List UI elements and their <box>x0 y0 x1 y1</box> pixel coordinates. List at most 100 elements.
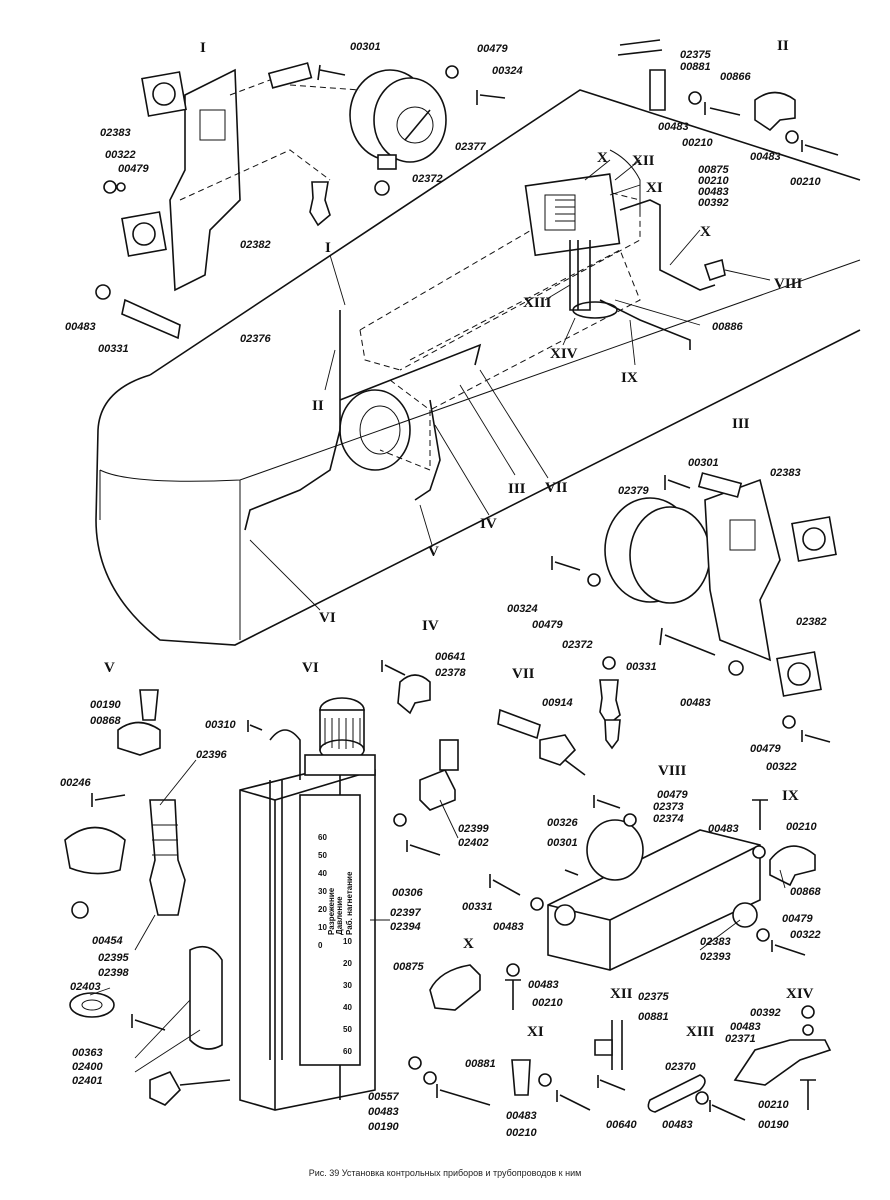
part-label: 02393 <box>700 951 731 963</box>
part-label: 00246 <box>60 777 91 789</box>
view-x-assembly <box>429 963 521 1011</box>
view-label-iv: IV <box>422 618 439 634</box>
part-label: 02402 <box>458 837 489 849</box>
scale-tick: 60 <box>343 1047 352 1056</box>
callout-v: V <box>428 544 439 560</box>
part-label: 00363 <box>72 1047 103 1059</box>
part-label: 02378 <box>435 667 466 679</box>
view-labels: I II III IV V VI VII VIII IX X XI XII XI… <box>104 38 814 1040</box>
scale-tick: 20 <box>318 905 327 914</box>
part-label: 02382 <box>796 616 827 628</box>
scale-tick: 0 <box>318 941 323 950</box>
part-label: 02372 <box>562 639 593 651</box>
part-label: 00306 <box>392 887 423 899</box>
part-label: 00641 <box>435 651 466 663</box>
part-label: 00483 <box>662 1119 693 1131</box>
scale-tick: 40 <box>318 869 327 878</box>
scale-title-right: Давление <box>335 896 344 935</box>
view-i-assembly <box>95 62 506 340</box>
part-label: 00868 <box>790 886 821 898</box>
view-viii-assembly <box>489 795 806 971</box>
part-label: 02400 <box>72 1061 103 1073</box>
part-label: 00392 <box>698 197 729 209</box>
part-label: 00479 <box>532 619 563 631</box>
view-label-vii: VII <box>512 666 535 682</box>
scale-tick: 10 <box>318 923 327 932</box>
part-label: 02372 <box>412 173 443 185</box>
figure-caption: Рис. 39 Установка контрольных приборов и… <box>308 1168 582 1178</box>
part-label: 00483 <box>493 921 524 933</box>
part-label: 00875 <box>698 164 729 176</box>
part-label: 00301 <box>688 457 719 469</box>
view-label-xi: XI <box>527 1024 544 1040</box>
part-label: 00483 <box>65 321 96 333</box>
view-label-xiii: XIII <box>686 1024 715 1040</box>
part-label: 00483 <box>528 979 559 991</box>
scale-tick: 60 <box>318 833 327 842</box>
scale-title-left: Разрежение <box>327 887 336 935</box>
part-label: 00324 <box>507 603 538 615</box>
view-label-x: X <box>463 936 474 952</box>
callout-x-right: X <box>700 224 711 240</box>
part-label: 00483 <box>750 151 781 163</box>
view-ii-assembly <box>617 39 839 156</box>
gauge-02377 <box>349 69 447 170</box>
part-label: 00483 <box>698 186 729 198</box>
part-label: 02395 <box>98 952 129 964</box>
part-label: 00454 <box>92 935 123 947</box>
part-label: 02383 <box>700 936 731 948</box>
part-label: 02370 <box>665 1061 696 1073</box>
view-iv-vii-assembly <box>381 660 621 776</box>
callout-xii: XII <box>632 153 655 169</box>
callout-ii: II <box>312 398 324 414</box>
body-callouts: I II III IV V VI VII VIII IX X X XI XII … <box>312 150 803 626</box>
part-label: 02375 <box>680 49 711 61</box>
part-label: 00331 <box>626 661 657 673</box>
part-label: 02383 <box>100 127 131 139</box>
part-label: 00479 <box>782 913 813 925</box>
part-label: 02383 <box>770 467 801 479</box>
view-v-vi-assembly <box>64 689 491 1111</box>
view-label-xiv: XIV <box>786 986 814 1002</box>
part-label: 00322 <box>790 929 821 941</box>
view-label-iii: III <box>732 416 750 432</box>
part-label: 00479 <box>657 789 688 801</box>
part-label: 00881 <box>465 1058 496 1070</box>
part-label: 02403 <box>70 981 101 993</box>
part-label: 00322 <box>766 761 797 773</box>
part-label: 00914 <box>542 697 573 709</box>
part-label: 00392 <box>750 1007 781 1019</box>
part-label: 00875 <box>393 961 424 973</box>
part-label: 00210 <box>758 1099 789 1111</box>
part-label: 00483 <box>708 823 739 835</box>
part-label: 00331 <box>462 901 493 913</box>
gauge-vi-body <box>239 697 376 1111</box>
scale-title-note: Раб. нагнетание <box>345 871 354 935</box>
view-label-ix: IX <box>782 788 799 804</box>
part-label: 00190 <box>90 699 121 711</box>
part-label: 00479 <box>118 163 149 175</box>
part-label: 00479 <box>477 43 508 55</box>
part-label: 00324 <box>492 65 523 77</box>
part-label: 00483 <box>658 121 689 133</box>
callout-xiii: XIII <box>523 295 552 311</box>
gauge-scale: 60 50 40 30 20 10 0 10 20 30 40 50 60 Ра… <box>318 833 354 1056</box>
part-label: 00190 <box>368 1121 399 1133</box>
part-label: 00881 <box>638 1011 669 1023</box>
scale-tick: 10 <box>343 937 352 946</box>
callout-vi: VI <box>319 610 336 626</box>
part-label: 00210 <box>786 821 817 833</box>
part-label: 00479 <box>750 743 781 755</box>
scale-tick: 30 <box>318 887 327 896</box>
view-label-viii: VIII <box>658 763 687 779</box>
part-label: 02401 <box>72 1075 103 1087</box>
part-label: 00483 <box>506 1110 537 1122</box>
part-label: 00881 <box>680 61 711 73</box>
part-labels: 00301 00479 00324 02383 00322 00479 0237… <box>60 41 827 1139</box>
part-label: 00557 <box>368 1091 399 1103</box>
callout-iii: III <box>508 481 526 497</box>
part-label: 00326 <box>547 817 578 829</box>
callout-x-upper: X <box>597 150 608 166</box>
lower-leaders <box>89 759 786 1073</box>
part-label: 00210 <box>506 1127 537 1139</box>
